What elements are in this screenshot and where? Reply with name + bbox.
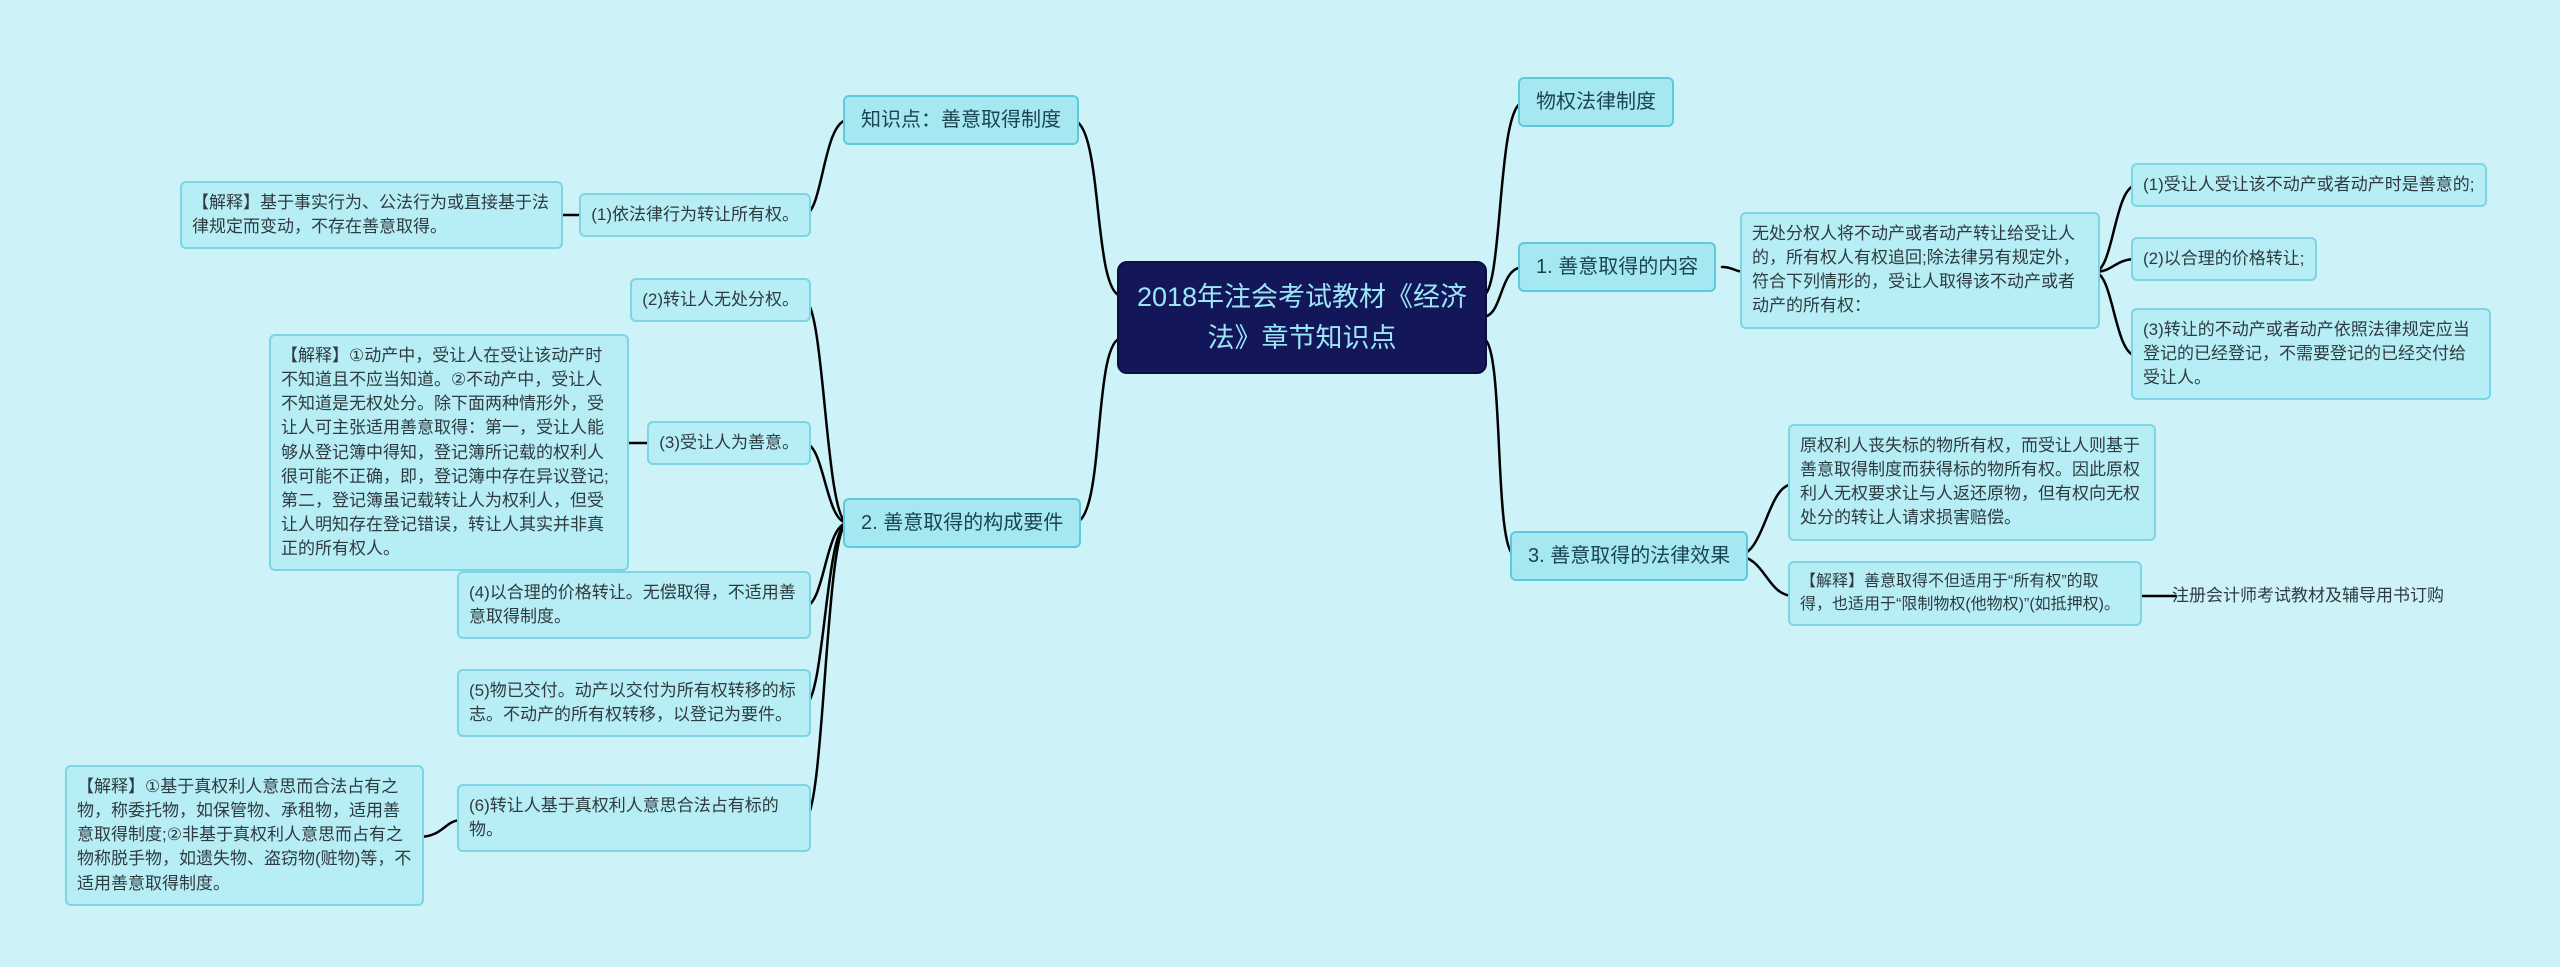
center-node[interactable]: 2018年注会考试教材《经济法》章节知识点 [1117,261,1487,374]
topic-property-law-system[interactable]: 物权法律制度 [1518,77,1674,127]
item-reasonable-price-condition[interactable]: (2)以合理的价格转让; [2131,237,2317,282]
note-good-faith-explanation[interactable]: 【解释】①动产中，受让人在受让该动产时不知道且不应当知道。②不动产中，受让人不知… [269,334,629,572]
note-legal-act-explanation[interactable]: 【解释】基于事实行为、公法行为或直接基于法律规定而变动，不存在善意取得。 [180,181,563,250]
item-registration-condition[interactable]: (3)转让的不动产或者动产依照法律规定应当登记的已经登记，不需要登记的已经交付给… [2131,308,2491,401]
child-lawful-possession[interactable]: (6)转让人基于真权利人意思合法占有标的物。 [457,784,811,853]
topic-knowledge-point[interactable]: 知识点：善意取得制度 [843,95,1079,145]
topic-content-of-acquisition[interactable]: 1. 善意取得的内容 [1518,242,1717,292]
child-reasonable-price[interactable]: (4)以合理的价格转让。无偿取得，不适用善意取得制度。 [457,571,811,640]
note-possession-explanation[interactable]: 【解释】①基于真权利人意思而合法占有之物，称委托物，如保管物、承租物，适用善意取… [65,765,424,906]
child-no-right-to-dispose[interactable]: (2)转让人无处分权。 [630,278,811,323]
effect-ownership-loss[interactable]: 原权利人丧失标的物所有权，而受让人则基于善意取得制度而获得标的物所有权。因此原权… [1788,424,2156,541]
item-good-faith-condition[interactable]: (1)受让人受让该不动产或者动产时是善意的; [2131,163,2487,208]
topic-constitutive-elements[interactable]: 2. 善意取得的构成要件 [843,498,1082,548]
child-delivery-completed[interactable]: (5)物已交付。动产以交付为所有权转移的标志。不动产的所有权转移，以登记为要件。 [457,669,811,738]
topic-legal-effect[interactable]: 3. 善意取得的法律效果 [1510,531,1749,581]
child-transfer-by-legal-act[interactable]: (1)依法律行为转让所有权。 [579,193,811,238]
note-scope-explanation[interactable]: 【解释】善意取得不但适用于“所有权”的取得，也适用于“限制物权(他物权)”(如抵… [1788,561,2142,627]
child-transferee-good-faith[interactable]: (3)受让人为善意。 [647,421,811,466]
textbook-order-link[interactable]: 注册会计师考试教材及辅导用书订购 [2172,586,2444,605]
content-acquisition-rule[interactable]: 无处分权人将不动产或者动产转让给受让人的，所有权人有权追回;除法律另有规定外，符… [1740,212,2100,329]
